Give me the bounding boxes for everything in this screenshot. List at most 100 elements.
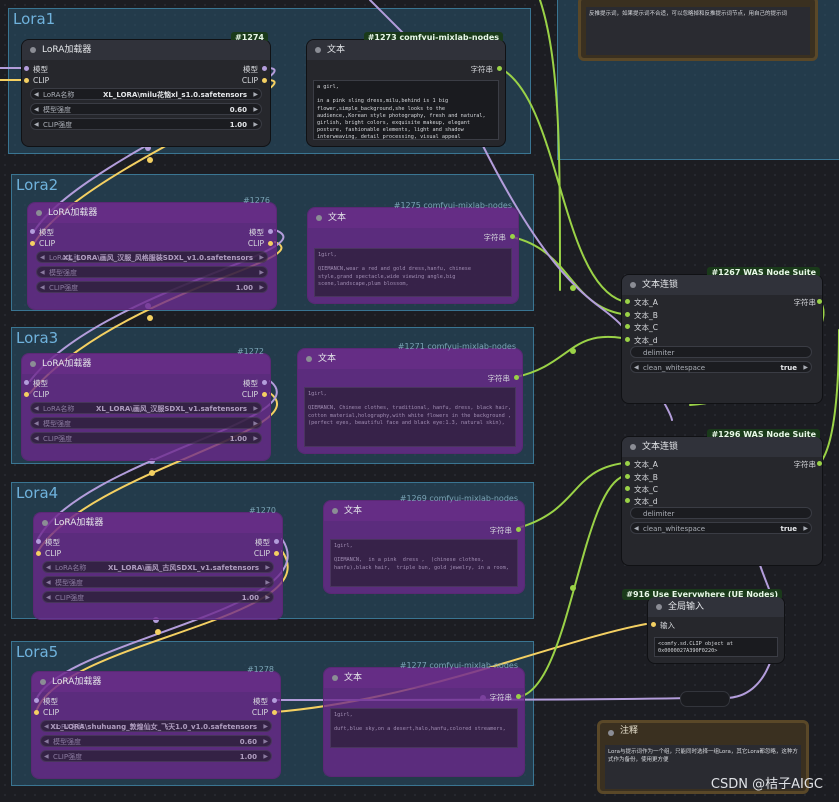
top-note[interactable]: 反推提示词，如果提示词不合适，可以忽略掉和反推提示词节点，用自己的提示词 [578,0,818,61]
output-model[interactable]: 模型 [253,696,277,707]
node-title[interactable]: LoRA加载器 [32,672,280,692]
output-clip[interactable]: CLIP [254,549,279,558]
node-title[interactable]: 文本 [324,501,524,521]
lora-name-widget[interactable]: LoRA名称XL_LORA\shuhuang_敦煌仙女_飞天1.0_v1.0.s… [40,720,272,733]
model-port-icon[interactable] [268,229,273,234]
model-port-icon[interactable] [262,66,267,71]
output-model[interactable]: 模型 [249,227,273,238]
input-clip[interactable]: CLIP [36,549,61,558]
text-node[interactable]: #1277 comfyui-mixlab-nodes 文本 字符串 1girl,… [324,661,524,776]
output-string[interactable]: 字符串 [794,297,822,308]
model-strength-widget[interactable]: 模型强度 [42,576,274,589]
clip-port-icon[interactable] [268,241,273,246]
output-string[interactable]: 字符串 [490,692,521,703]
string-port-icon[interactable] [625,337,630,342]
lora-name-widget[interactable]: LoRA名称XL_LORA\画风_汉服_风格服装SDXL_v1.0.safete… [36,251,268,264]
clip-port-icon[interactable] [24,78,29,83]
clip-port-icon[interactable] [272,710,277,715]
output-string[interactable]: 字符串 [471,64,502,75]
string-port-icon[interactable] [817,299,822,304]
input-model[interactable]: 模型 [34,696,58,707]
text-concat-node[interactable]: #1296 WAS Node Suite 文本连锁 文本_A 文本_B 文本_C… [622,429,822,565]
text-node[interactable]: #1269 comfyui-mixlab-nodes 文本 字符串 1girl,… [324,494,524,593]
string-port-icon[interactable] [516,694,521,699]
string-port-icon[interactable] [625,474,630,479]
model-port-icon[interactable] [24,66,29,71]
clip-port-icon[interactable] [262,392,267,397]
model-port-icon[interactable] [272,698,277,703]
input-text-a[interactable]: 文本_A [625,459,658,470]
text-node[interactable]: #1273 comfyui-mixlab-nodes 文本 字符串 a girl… [307,32,505,146]
node-title[interactable]: 文本连锁 [622,437,822,457]
delimiter-field[interactable]: delimiter [630,507,812,519]
input-text-c[interactable]: 文本_C [625,484,658,495]
output-model[interactable]: 模型 [243,64,267,75]
node-title[interactable]: LoRA加载器 [28,203,276,223]
lora-loader-node[interactable]: #1276 LoRA加载器 模型 CLIP 模型 CLIP LoRA名称XL_L… [28,196,276,309]
clip-port-icon[interactable] [24,392,29,397]
string-port-icon[interactable] [625,299,630,304]
clip-port-icon[interactable] [34,710,39,715]
output-string[interactable]: 字符串 [488,373,519,384]
output-clip[interactable]: CLIP [242,76,267,85]
text-node[interactable]: #1271 comfyui-mixlab-nodes 文本 字符串 1girl,… [298,342,522,453]
output-clip[interactable]: CLIP [248,239,273,248]
clip-port-icon[interactable] [262,78,267,83]
clip-port-icon[interactable] [36,551,41,556]
text-area[interactable]: 1girl, duft,blue sky,on a desert,halo,ha… [330,708,518,748]
input-model[interactable]: 模型 [30,227,54,238]
output-string[interactable]: 字符串 [794,459,822,470]
output-string[interactable]: 字符串 [484,232,515,243]
model-strength-widget[interactable]: 模型强度 [36,266,268,279]
string-port-icon[interactable] [510,234,515,239]
model-strength-widget[interactable]: 模型强度 [30,417,262,430]
input-model[interactable]: 模型 [36,537,60,548]
text-concat-node[interactable]: #1267 WAS Node Suite 文本连锁 文本_A 文本_B 文本_C… [622,267,822,403]
text-area[interactable]: 1girl, QIEMANCN,wear a red and gold dres… [314,248,512,297]
string-port-icon[interactable] [514,375,519,380]
lora-loader-node[interactable]: #1278 LoRA加载器 模型 CLIP 模型 CLIP LoRA名称XL_L… [32,665,280,778]
lora-loader-node[interactable]: #1270 LoRA加载器 模型 CLIP 模型 CLIP LoRA名称XL_L… [34,506,282,619]
reroute-node[interactable] [680,691,730,707]
input-text-d[interactable]: 文本_d [625,335,658,346]
text-area[interactable]: 1girl, QIEMANCN, Chinese clothes, tradit… [304,387,516,447]
string-port-icon[interactable] [625,498,630,503]
model-port-icon[interactable] [36,539,41,544]
input-text-a[interactable]: 文本_A [625,297,658,308]
node-title[interactable]: 文本 [307,40,505,60]
string-port-icon[interactable] [625,486,630,491]
input-clip[interactable]: CLIP [34,708,59,717]
lora-loader-node[interactable]: #1272 LoRA加载器 模型 CLIP 模型 CLIP LoRA名称XL_L… [22,347,270,460]
input-model[interactable]: 模型 [24,378,48,389]
clip-port-icon[interactable] [30,241,35,246]
input-clip[interactable]: CLIP [24,76,49,85]
node-title[interactable]: 文本连锁 [622,275,822,295]
node-title[interactable]: LoRA加载器 [22,354,270,374]
output-clip[interactable]: CLIP [252,708,277,717]
input-text-d[interactable]: 文本_d [625,496,658,507]
node-title[interactable]: 文本 [324,668,524,688]
input-text-b[interactable]: 文本_B [625,472,658,483]
model-port-icon[interactable] [262,380,267,385]
string-port-icon[interactable] [516,527,521,532]
input-text-c[interactable]: 文本_C [625,322,658,333]
clip-port-icon[interactable] [651,622,656,627]
node-title[interactable]: 文本 [308,208,518,228]
string-port-icon[interactable] [625,324,630,329]
node-title[interactable]: 文本 [298,349,522,369]
input-clip[interactable]: CLIP [24,390,49,399]
text-area[interactable]: 1girl, QIEMANCN, in a pink dress , (chin… [330,539,518,587]
text-node[interactable]: #1275 comfyui-mixlab-nodes 文本 字符串 1girl,… [308,201,518,303]
input-model[interactable]: 模型 [24,64,48,75]
input-text-b[interactable]: 文本_B [625,310,658,321]
input-anything[interactable]: 输入 [651,620,675,631]
